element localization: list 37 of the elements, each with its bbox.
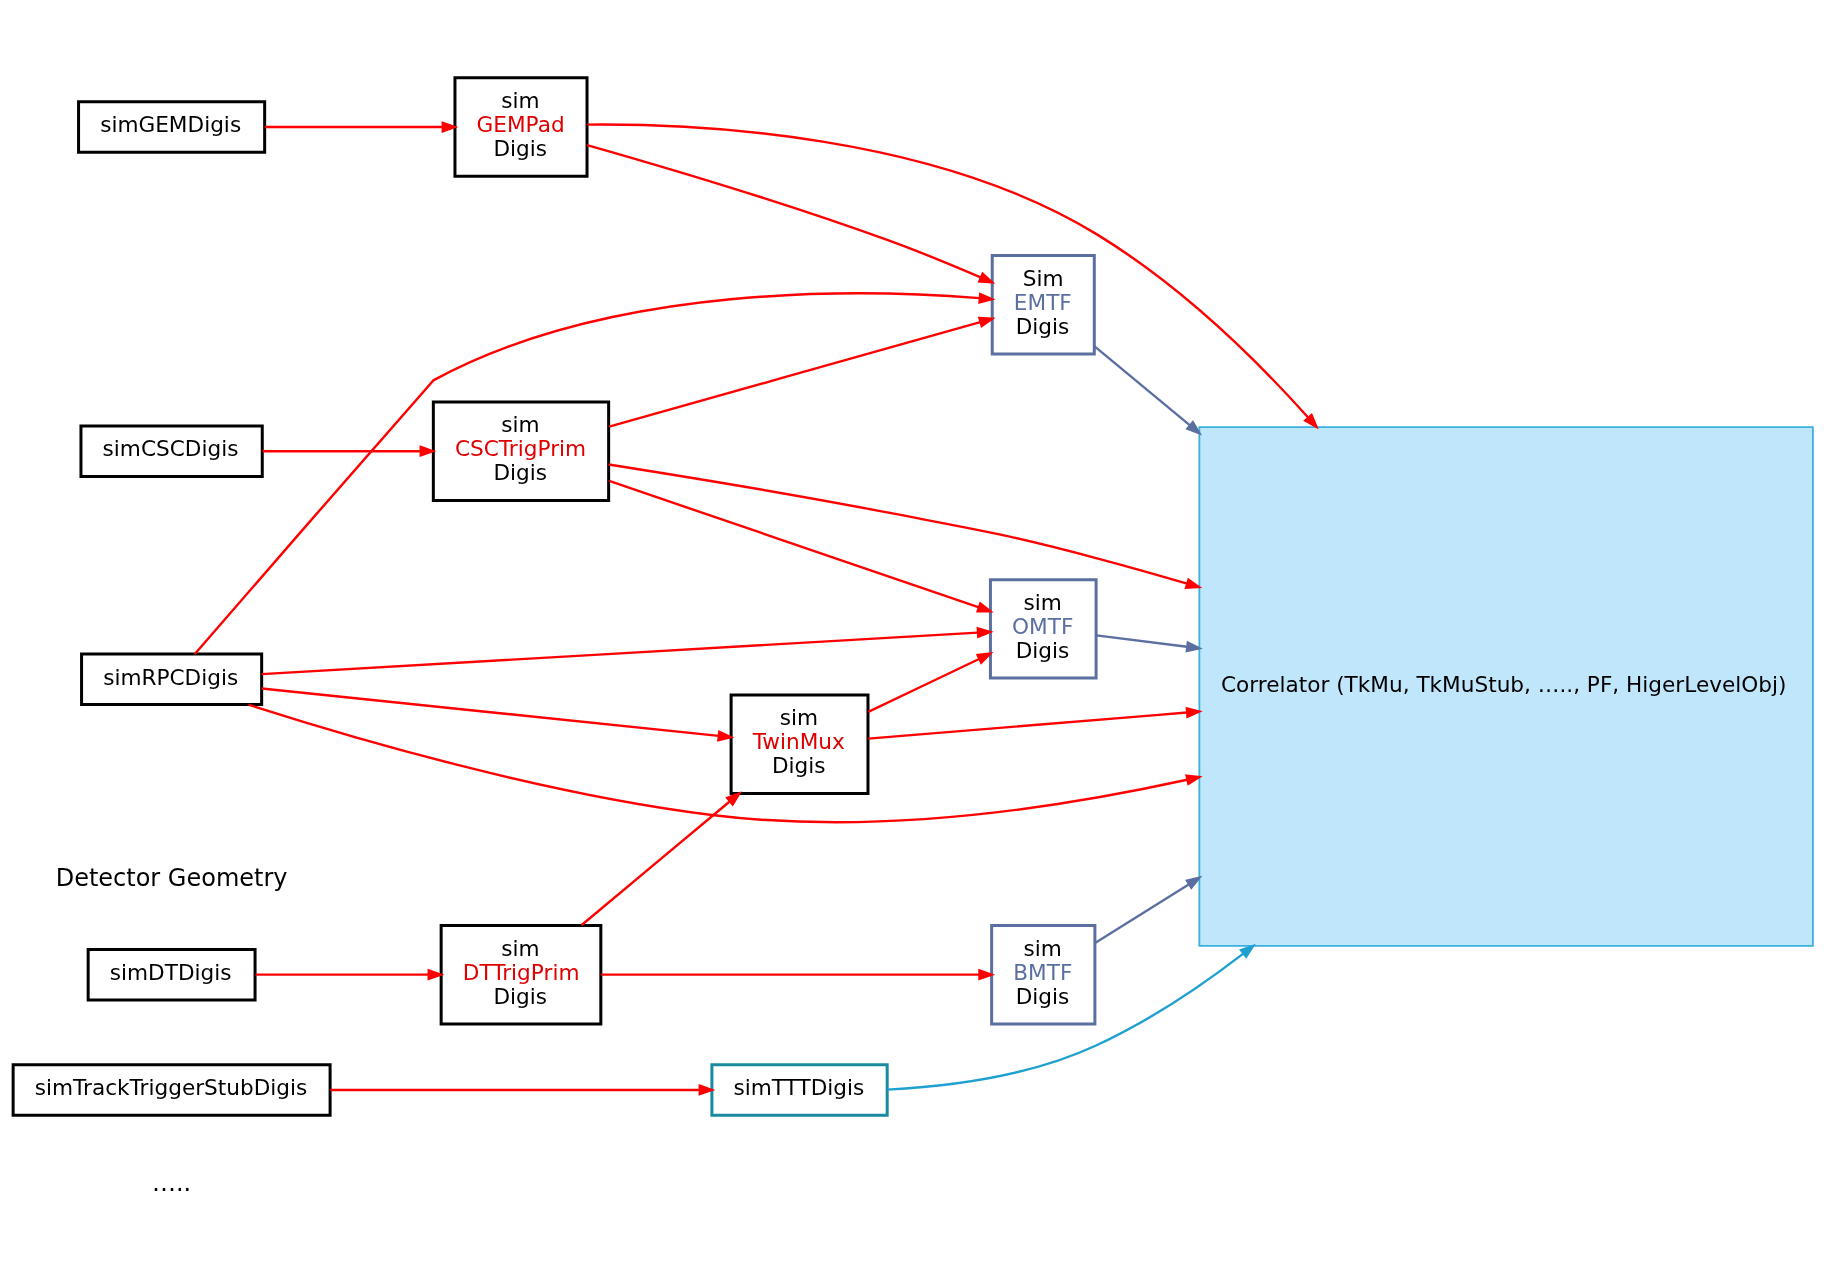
node-box: sim DTTrigPrim Digis — [439, 923, 603, 1025]
arrow — [1096, 633, 1203, 652]
node-box: Sim EMTF Digis — [990, 253, 1096, 355]
node-box: simTTTDigis — [710, 1062, 889, 1117]
arrow — [262, 444, 437, 457]
node-box: sim OMTF Digis — [988, 577, 1098, 680]
node-box: simGEMDigis — [77, 99, 267, 154]
node-box: Correlator (TkMu, TkMuStub, ….., PF, HigerLevelObj) — [1198, 425, 1814, 947]
node-box: sim TwinMux Digis — [729, 692, 870, 795]
arrow — [867, 651, 994, 713]
label: Detector Geometry — [55, 863, 288, 892]
node-box: sim BMTF Digis — [990, 923, 1097, 1025]
arrow — [608, 479, 994, 613]
arrow — [261, 626, 994, 675]
arrow — [261, 686, 735, 742]
arrow — [193, 291, 996, 655]
arrow — [255, 968, 445, 981]
arrow — [1093, 344, 1203, 435]
node-box: sim CSCTrigPrim Digis — [431, 399, 611, 502]
arrow — [601, 968, 996, 981]
arrow — [587, 122, 1319, 429]
arrow — [580, 790, 742, 926]
arrow — [586, 143, 996, 284]
label: ….. — [151, 1168, 192, 1197]
arrow — [887, 943, 1256, 1091]
node-box: simDTDigis — [86, 947, 257, 1001]
node-box: simTrackTriggerStubDigis — [11, 1062, 332, 1117]
node-box: simRPCDigis — [80, 652, 264, 706]
arrow — [330, 1083, 716, 1096]
arrow — [868, 706, 1203, 740]
arrow — [1094, 875, 1203, 944]
arrow — [608, 316, 996, 428]
node-box: sim GEMPad Digis — [453, 75, 589, 178]
arrow — [608, 462, 1203, 589]
arrow — [264, 120, 459, 133]
arrow — [248, 703, 1203, 823]
node-box: simCSCDigis — [79, 424, 264, 478]
